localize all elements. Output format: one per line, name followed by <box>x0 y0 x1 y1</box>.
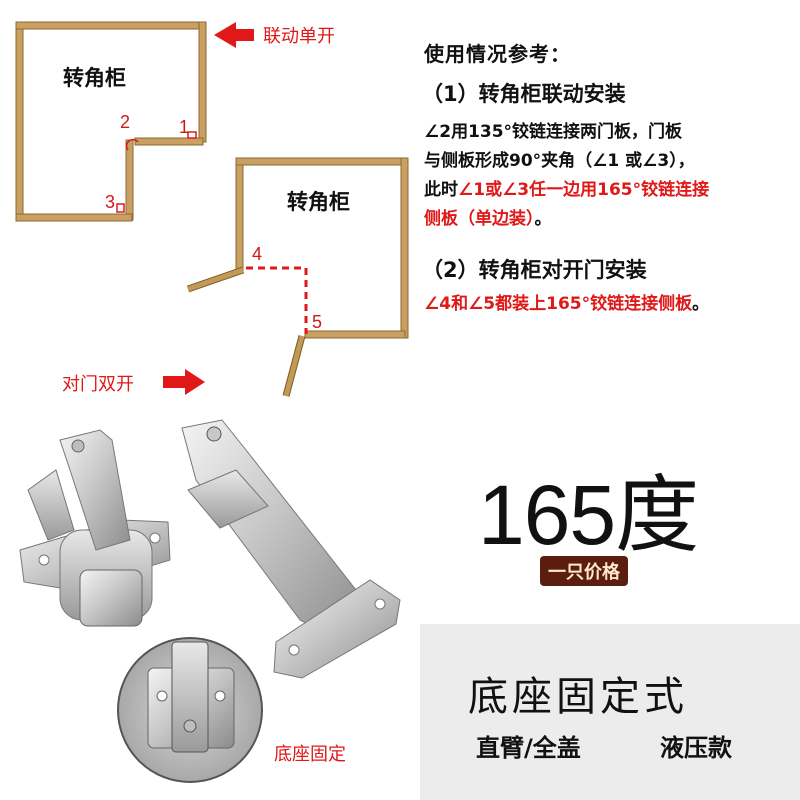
arrow-left-icon <box>214 22 254 48</box>
section1-line3: 此时∠1或∠3任一边用165°铰链连接 <box>424 176 794 205</box>
inset-caption: 底座固定 <box>274 744 346 765</box>
linked-single-open-label: 联动单开 <box>263 26 335 47</box>
spec-panel: 底座固定式 直臂/全盖 液压款 <box>420 624 800 800</box>
hinge-right <box>181 419 401 679</box>
section1-line4-highlight: 侧板（单边装） <box>424 209 535 229</box>
price-badge: 一只价格 <box>540 556 628 586</box>
arrow-right-icon <box>163 369 205 395</box>
section1-line1: ∠2用135°铰链连接两门板，门板 <box>424 122 683 142</box>
angle-4-label: 4 <box>252 244 263 264</box>
hinge-photos <box>19 419 401 783</box>
section1-line3-highlight: ∠1或∠3任一边用165°铰链连接 <box>458 180 710 200</box>
feature-arm-cover: 直臂/全盖 <box>476 734 581 762</box>
double-door-open-label: 对门双开 <box>62 374 134 395</box>
angle-3-label: 3 <box>105 192 116 212</box>
corner-cabinet-diagram-2 <box>186 157 409 397</box>
hinge-left <box>19 429 171 627</box>
feature-hydraulic: 液压款 <box>660 734 732 762</box>
section1-line2: 与侧板形成90°夹角（∠1 或∠3）， <box>424 151 695 171</box>
usage-heading: 使用情况参考： <box>424 42 571 66</box>
section1-title: （1）转角柜联动安装 <box>422 82 626 106</box>
cabinet-label-2: 转角柜 <box>287 190 350 214</box>
section2-line1-suffix: 。 <box>692 294 710 314</box>
base-fixed-inset <box>117 637 263 783</box>
angle-1-label: 1 <box>179 117 190 137</box>
section2-body: ∠4和∠5都装上165°铰链连接侧板。 <box>424 290 794 319</box>
cabinet-diagrams <box>15 21 409 397</box>
corner-cabinet-diagram-1 <box>15 21 207 222</box>
angle-2-label: 2 <box>120 112 131 132</box>
section2-line1-highlight: ∠4和∠5都装上165°铰链连接侧板 <box>424 294 693 314</box>
base-type: 底座固定式 <box>468 674 688 720</box>
section2-title: （2）转角柜对开门安装 <box>422 258 647 282</box>
section1-line4: 侧板（单边装）。 <box>424 205 794 234</box>
angle-5-label: 5 <box>312 312 323 332</box>
cabinet-label-1: 转角柜 <box>63 66 126 90</box>
section1-body: ∠2用135°铰链连接两门板，门板 与侧板形成90°夹角（∠1 或∠3）， 此时… <box>424 118 794 234</box>
section1-line4-suffix: 。 <box>534 209 552 229</box>
degree-title: 165度 <box>478 468 699 562</box>
section1-line3-prefix: 此时 <box>424 180 458 200</box>
